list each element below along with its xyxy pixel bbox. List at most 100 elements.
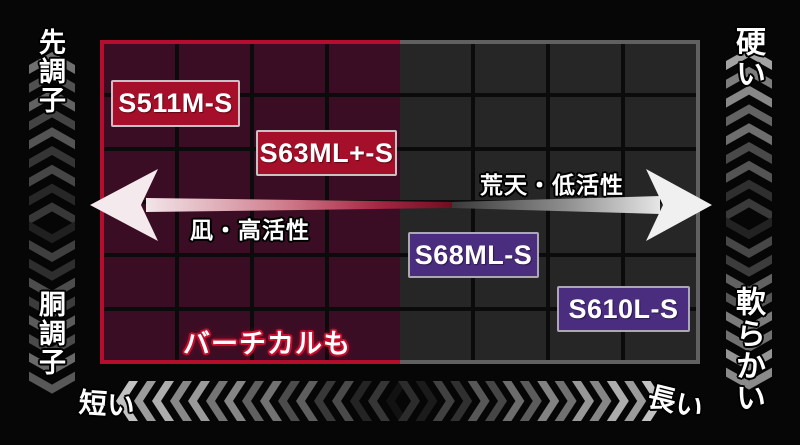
grid-cell	[104, 257, 175, 307]
chevron-icon	[314, 381, 336, 421]
chevron-icon	[398, 381, 420, 421]
grid-cell	[254, 44, 325, 94]
chevron-icon	[29, 146, 75, 168]
grid-cell	[625, 97, 696, 147]
chevron-icon	[502, 381, 525, 421]
chevron-icon	[386, 381, 406, 421]
chevron-icon	[350, 381, 372, 421]
chevron-icon	[726, 123, 772, 146]
chevron-icon	[554, 381, 577, 421]
chevron-icon	[134, 381, 156, 421]
chevron-icon	[606, 381, 629, 421]
chevron-icon	[726, 85, 772, 108]
calm-high-activity-label: 凪・高活性	[190, 217, 310, 243]
chevron-icon	[726, 348, 772, 371]
chevron-icon	[641, 381, 660, 421]
chevron-icon	[29, 371, 75, 394]
grid-cell	[475, 44, 546, 94]
chevron-icon	[726, 292, 772, 315]
rough-low-activity-label: 荒天・低活性	[480, 172, 624, 198]
chevron-icon	[29, 164, 75, 187]
rod-badge-s511m-s: S511M-S	[111, 80, 240, 127]
chevron-icon	[206, 381, 228, 421]
chevron-icon	[170, 381, 192, 421]
grid-cell	[104, 203, 175, 254]
rod-badge-s610l-s: S610L-S	[557, 286, 690, 332]
chevron-icon	[519, 381, 542, 421]
grid-cell	[254, 203, 325, 254]
chevron-icon	[726, 160, 772, 183]
axis-label-fast-taper: 先調子	[35, 28, 65, 115]
chevron-icon	[432, 381, 455, 421]
chevron-icon	[726, 217, 772, 240]
grid-cell	[625, 44, 696, 94]
grid-cell	[400, 97, 471, 147]
chevron-icon	[29, 70, 75, 93]
chevron-icon	[152, 381, 174, 421]
chevron-icon	[726, 236, 772, 258]
chevron-icon	[726, 273, 772, 296]
grid-cell	[475, 150, 546, 200]
chevron-icon	[726, 66, 772, 89]
bottom-right-chevrons	[398, 381, 660, 421]
grid-cell	[329, 203, 400, 254]
chevron-icon	[29, 202, 75, 225]
grid-cell	[329, 257, 400, 307]
rod-badge-s68ml-s: S68ML-S	[408, 232, 539, 278]
right-axis-chevrons	[726, 48, 772, 390]
grid-cell	[400, 150, 471, 200]
chevron-icon	[726, 142, 772, 164]
chevron-icon	[296, 381, 318, 421]
chevron-icon	[278, 381, 300, 421]
chevron-icon	[116, 381, 138, 421]
chevron-icon	[415, 381, 438, 421]
left-axis-chevrons	[29, 52, 75, 394]
grid-cell	[400, 44, 471, 94]
grid-cell	[550, 44, 621, 94]
grid-cell	[475, 97, 546, 147]
chevron-icon	[29, 352, 75, 375]
grid-cell	[179, 203, 250, 254]
chevron-icon	[726, 104, 772, 127]
chevron-icon	[29, 221, 75, 244]
grid-cell	[179, 150, 250, 200]
grid-cell	[625, 203, 696, 254]
chevron-icon	[485, 381, 507, 421]
grid-cell	[254, 310, 325, 360]
chevron-icon	[726, 311, 772, 334]
chevron-icon	[589, 381, 612, 421]
chevron-icon	[29, 89, 75, 112]
chevron-icon	[29, 258, 75, 281]
chevron-icon	[726, 179, 772, 202]
grid-cell	[329, 310, 400, 360]
bottom-left-chevrons	[116, 381, 406, 421]
axis-label-soft: 軟らかい	[731, 286, 764, 414]
chevron-icon	[450, 381, 473, 421]
grid-cell	[550, 203, 621, 254]
chevron-icon	[29, 334, 75, 356]
rod-badge-s63mlp-s: S63ML+-S	[256, 130, 397, 176]
grid-cell	[400, 310, 471, 360]
grid-cell	[329, 44, 400, 94]
chevron-icon	[537, 381, 560, 421]
grid-cell	[104, 310, 175, 360]
chevron-icon	[188, 381, 210, 421]
axis-label-short: 短い	[77, 387, 136, 422]
chevron-icon	[726, 48, 772, 70]
chevron-icon	[242, 381, 264, 421]
chevron-icon	[29, 52, 75, 74]
grid-cell	[550, 97, 621, 147]
grid-cell	[475, 310, 546, 360]
chevron-icon	[29, 277, 75, 300]
chevron-icon	[467, 381, 490, 421]
grid-cell	[254, 257, 325, 307]
chevron-icon	[29, 127, 75, 150]
chevron-icon	[368, 381, 390, 421]
chevron-icon	[29, 315, 75, 338]
axis-label-slow-taper: 胴調子	[35, 290, 65, 377]
chevron-icon	[29, 183, 75, 206]
chevron-icon	[260, 381, 282, 421]
grid-cell	[625, 150, 696, 200]
chevron-icon	[29, 240, 75, 262]
